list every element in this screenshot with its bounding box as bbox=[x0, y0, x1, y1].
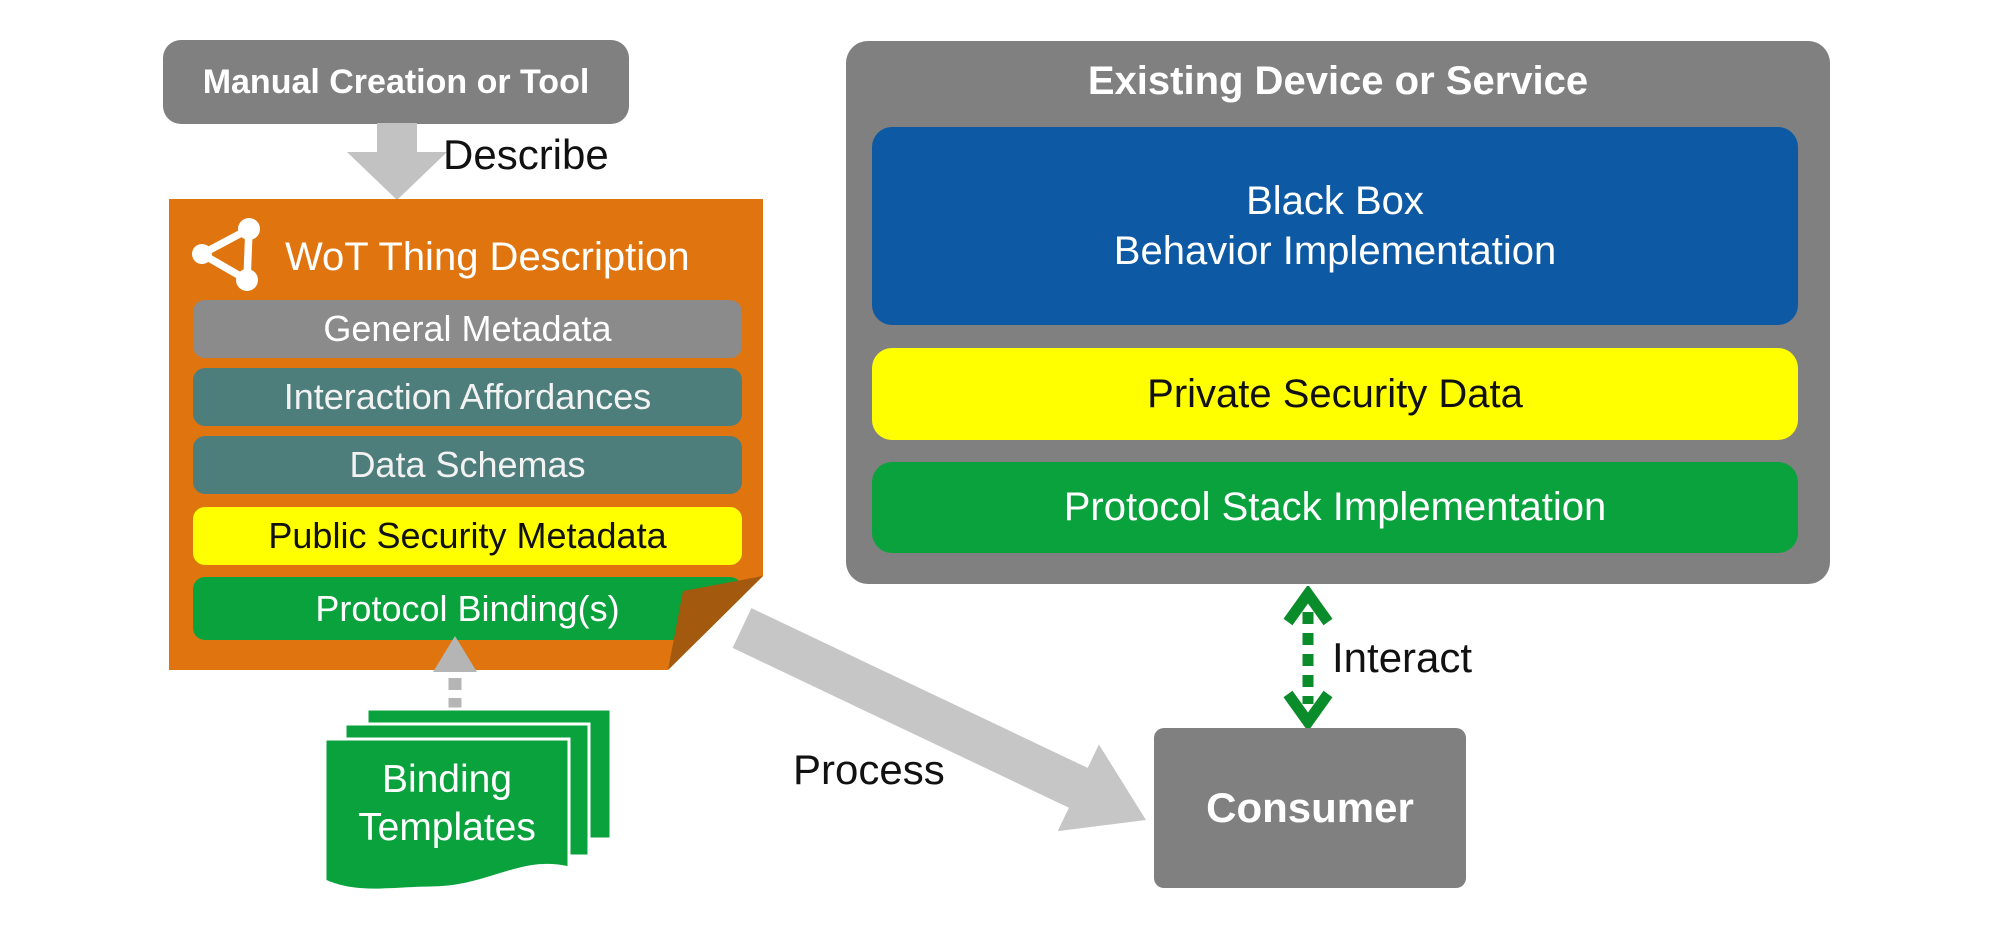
binding-templates-label-line2: Templates bbox=[358, 806, 536, 849]
existing-device-box: Existing Device or Service Black Box Beh… bbox=[846, 41, 1830, 584]
existing-device-title: Existing Device or Service bbox=[1087, 59, 1589, 103]
wot-thing-description-box: WoT Thing Description General Metadata I… bbox=[169, 199, 763, 670]
describe-label: Describe bbox=[443, 131, 609, 178]
private-security-data-layer: Private Security Data bbox=[872, 348, 1798, 440]
manual-creation-label: Manual Creation or Tool bbox=[202, 62, 590, 101]
consumer-box: Consumer bbox=[1154, 728, 1466, 888]
layer-label: Interaction Affordances bbox=[283, 376, 652, 417]
layer-label: Public Security Metadata bbox=[268, 515, 667, 556]
protocol-stack-label: Protocol Stack Implementation bbox=[1063, 485, 1607, 529]
layer-label: Data Schemas bbox=[349, 444, 586, 485]
binding-templates-label-line1: Binding bbox=[382, 758, 512, 801]
binding-templates-stack: Binding Templates bbox=[323, 707, 613, 892]
layer-protocol-bindings: Protocol Binding(s) bbox=[193, 577, 742, 640]
black-box-behavior-layer: Black Box Behavior Implementation bbox=[872, 127, 1798, 325]
process-label: Process bbox=[793, 746, 945, 793]
black-box-line1: Black Box bbox=[1246, 179, 1424, 223]
layer-general-metadata: General Metadata bbox=[193, 300, 742, 358]
wot-td-title: WoT Thing Description bbox=[285, 234, 690, 279]
manual-creation-box: Manual Creation or Tool bbox=[163, 40, 629, 124]
protocol-stack-layer: Protocol Stack Implementation bbox=[872, 462, 1798, 553]
page-fold-corner bbox=[668, 576, 763, 670]
template-sheet-front bbox=[323, 737, 571, 892]
layer-data-schemas: Data Schemas bbox=[193, 436, 742, 494]
td-triangle-nodes-icon bbox=[192, 218, 260, 291]
black-box-line2: Behavior Implementation bbox=[1113, 229, 1557, 273]
layer-label: Protocol Binding(s) bbox=[315, 587, 620, 629]
describe-arrow-icon bbox=[347, 123, 447, 200]
consumer-label: Consumer bbox=[1206, 784, 1414, 831]
interact-arrow-icon bbox=[1283, 586, 1333, 730]
process-arrow-icon bbox=[732, 608, 1146, 832]
interact-label: Interact bbox=[1332, 634, 1473, 681]
private-security-label: Private Security Data bbox=[1147, 371, 1523, 416]
layer-public-security-metadata: Public Security Metadata bbox=[193, 507, 742, 565]
layer-label: General Metadata bbox=[323, 308, 612, 349]
layer-interaction-affordances: Interaction Affordances bbox=[193, 368, 742, 426]
